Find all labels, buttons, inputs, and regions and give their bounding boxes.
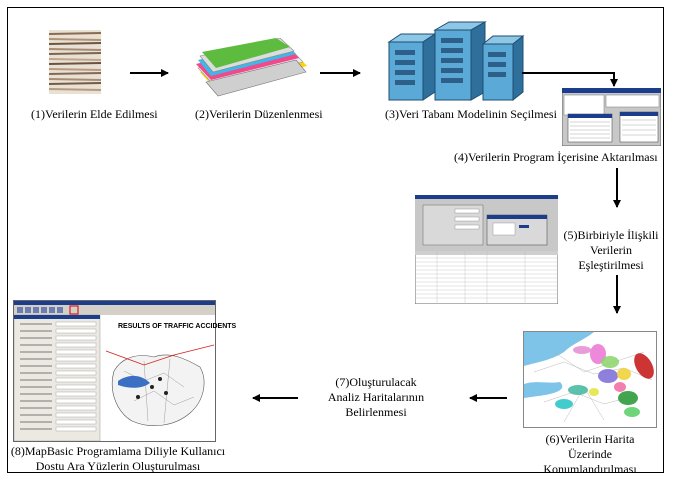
step-7-line-2: Analiz Haritalarının (327, 390, 425, 404)
step-6-line-1: (6)Verilerin Harita (545, 432, 635, 446)
step-7-label: (7)Oluşturulacak Analiz Haritalarının Be… (312, 375, 440, 420)
step-6-line-2: Üzerinde (568, 447, 612, 461)
diagram-frame (7, 7, 664, 473)
map-icon (523, 331, 657, 428)
step-7-line-3: Belirlenmesi (345, 405, 407, 419)
map-title: RESULTS OF TRAFFIC ACCIDENTS (118, 323, 237, 330)
step-6-label: (6)Verilerin Harita Üzerinde Konumlandır… (528, 432, 652, 477)
folders-icon (196, 37, 309, 100)
step-8-line-2: Dostu Ara Yüzlerin Oluşturulması (35, 459, 201, 473)
interface-screenshot-icon: RESULTS OF TRAFFIC ACCIDENTS (13, 300, 236, 442)
step-5-line-1: (5)Birbiriyle İlişkili (563, 228, 659, 242)
step-3-label: (3)Veri Tabanı Modelinin Seçilmesi (385, 107, 557, 121)
matching-screenshot-icon (414, 194, 559, 305)
database-servers-icon (387, 20, 525, 102)
step-5-label: (5)Birbiriyle İlişkili Verilerin Eşleşti… (558, 228, 664, 273)
step-4-label: (4)Verilerin Program İçerisine Aktarılma… (454, 150, 658, 164)
step-6-line-3: Konumlandırılması (543, 462, 637, 476)
paper-stack-icon (48, 30, 102, 94)
program-screenshot-icon (561, 87, 662, 147)
step-5-line-2: Verilerin (590, 243, 632, 257)
step-2-label: (2)Verilerin Düzenlenmesi (195, 107, 323, 121)
step-5-line-3: Eşleştirilmesi (578, 258, 644, 272)
step-1-label: (1)Verilerin Elde Edilmesi (31, 107, 158, 121)
step-8-line-1: (8)MapBasic Programlama Diliyle Kullanıc… (10, 444, 226, 458)
arrow-3-to-4 (522, 72, 618, 87)
step-8-label: (8)MapBasic Programlama Diliyle Kullanıc… (8, 444, 228, 474)
step-7-line-1: (7)Oluşturulacak (335, 375, 417, 389)
